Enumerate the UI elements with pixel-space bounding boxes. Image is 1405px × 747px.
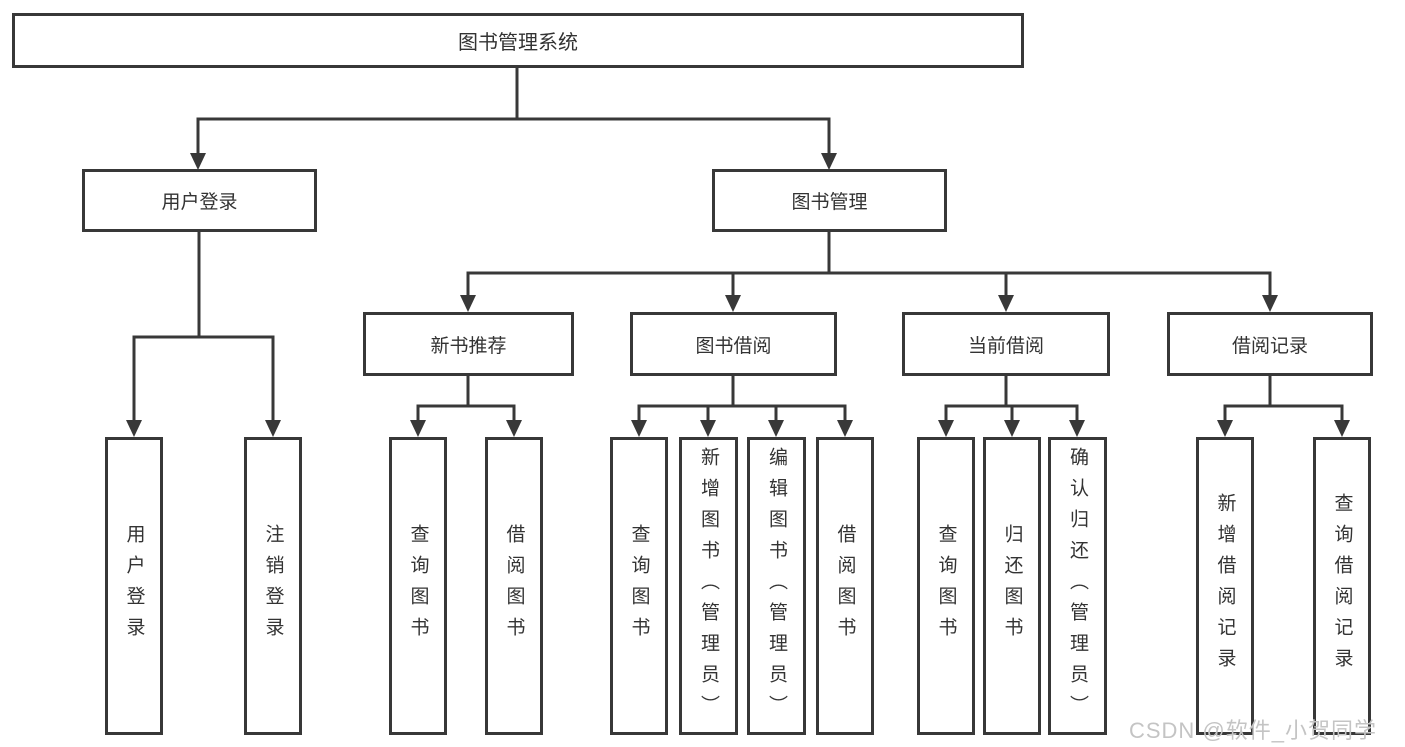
leaf-query-books-current: 查询图书 bbox=[917, 437, 975, 735]
leaf-logout: 注销登录 bbox=[244, 437, 302, 735]
leaf-label: 确认归还（管理员） bbox=[1067, 446, 1088, 726]
watermark-text: CSDN @软件_小贺同学 bbox=[1128, 718, 1377, 743]
arrowhead bbox=[1069, 420, 1085, 437]
leaf-label: 借阅图书 bbox=[834, 524, 856, 648]
leaf-add-books-admin: 新增图书（管理员） bbox=[679, 437, 738, 735]
node-user-login: 用户登录 bbox=[82, 169, 317, 232]
arrowhead bbox=[265, 420, 281, 437]
leaf-user-login: 用户登录 bbox=[105, 437, 163, 735]
leaf-label: 查询借阅记录 bbox=[1331, 493, 1353, 679]
arrowhead bbox=[821, 153, 837, 170]
node-borrowing-records: 借阅记录 bbox=[1167, 312, 1373, 376]
node-root-label: 图书管理系统 bbox=[458, 32, 578, 54]
arrowhead bbox=[938, 420, 954, 437]
leaf-edit-books-admin: 编辑图书（管理员） bbox=[747, 437, 806, 735]
leaf-label: 查询图书 bbox=[628, 524, 650, 648]
leaf-query-borrow-record: 查询借阅记录 bbox=[1313, 437, 1371, 735]
arrowhead bbox=[1334, 420, 1350, 437]
arrowhead bbox=[1262, 295, 1278, 312]
arrowhead bbox=[700, 420, 716, 437]
leaf-label: 编辑图书（管理员） bbox=[766, 446, 787, 726]
leaf-label: 注销登录 bbox=[262, 524, 284, 648]
leaf-label: 查询图书 bbox=[935, 524, 957, 648]
arrowhead bbox=[1004, 420, 1020, 437]
node-current-borrowing: 当前借阅 bbox=[902, 312, 1110, 376]
arrowhead bbox=[506, 420, 522, 437]
leaf-query-books-borrowing: 查询图书 bbox=[610, 437, 668, 735]
leaf-label: 用户登录 bbox=[123, 524, 145, 648]
node-label: 借阅记录 bbox=[1231, 335, 1308, 357]
node-new-book-recommendation: 新书推荐 bbox=[363, 312, 574, 376]
leaf-label: 新增图书（管理员） bbox=[698, 446, 719, 726]
node-label: 图书管理 bbox=[791, 192, 868, 213]
leaf-confirm-return-admin: 确认归还（管理员） bbox=[1048, 437, 1107, 735]
leaf-label: 新增借阅记录 bbox=[1214, 493, 1236, 679]
arrowhead bbox=[190, 153, 206, 170]
arrowhead bbox=[725, 295, 741, 312]
leaf-label: 归还图书 bbox=[1001, 524, 1023, 648]
leaf-return-books: 归还图书 bbox=[983, 437, 1041, 735]
leaf-query-books-recommend: 查询图书 bbox=[389, 437, 447, 735]
arrowhead bbox=[460, 295, 476, 312]
arrowhead bbox=[837, 420, 853, 437]
node-label: 当前借阅 bbox=[967, 335, 1044, 357]
node-label: 用户登录 bbox=[161, 192, 238, 213]
leaf-label: 借阅图书 bbox=[503, 524, 525, 648]
leaf-borrow-books: 借阅图书 bbox=[816, 437, 874, 735]
arrowhead bbox=[126, 420, 142, 437]
node-book-management: 图书管理 bbox=[712, 169, 947, 232]
arrowhead bbox=[410, 420, 426, 437]
node-label: 新书推荐 bbox=[430, 335, 507, 357]
node-label: 图书借阅 bbox=[695, 335, 772, 357]
connector-path bbox=[132, 66, 1344, 422]
arrowhead bbox=[631, 420, 647, 437]
leaf-add-borrow-record: 新增借阅记录 bbox=[1196, 437, 1254, 735]
arrowhead bbox=[768, 420, 784, 437]
node-library-management-system: 图书管理系统 bbox=[12, 13, 1024, 68]
leaf-borrow-books-recommend: 借阅图书 bbox=[485, 437, 543, 735]
arrowhead bbox=[1217, 420, 1233, 437]
leaf-label: 查询图书 bbox=[407, 524, 429, 648]
arrowhead bbox=[998, 295, 1014, 312]
node-book-borrowing: 图书借阅 bbox=[630, 312, 837, 376]
